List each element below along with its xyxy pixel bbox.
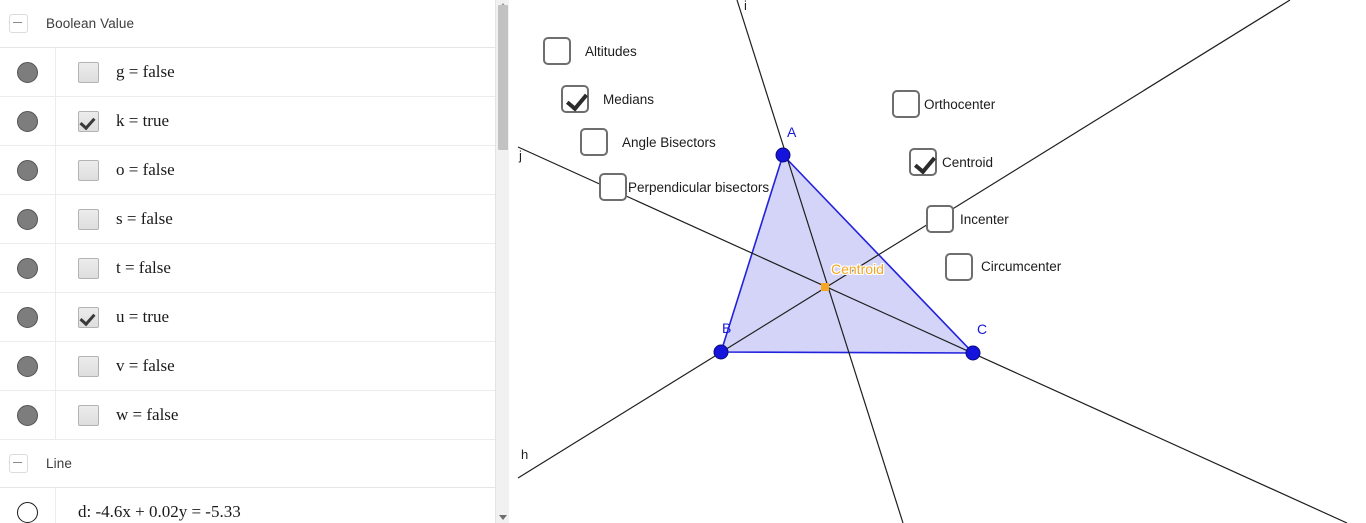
visibility-marble[interactable] [17, 306, 38, 328]
boolean-label-g: g = false [116, 62, 175, 81]
checkbox-medians[interactable] [561, 85, 589, 113]
boolean-checkbox-w[interactable] [78, 404, 99, 426]
algebra-view-panel: Boolean Value g = false k = true [0, 0, 509, 523]
line-label-h: h [521, 447, 529, 462]
boolean-label-w: w = false [116, 405, 179, 424]
table-row[interactable]: v = false [0, 342, 495, 391]
table-row[interactable]: t = false [0, 244, 495, 293]
row-content[interactable]: v = false [56, 355, 495, 377]
checkbox-angle-bisectors[interactable] [580, 128, 608, 156]
visibility-marble-cell[interactable] [0, 97, 56, 145]
visibility-marble[interactable] [17, 355, 38, 377]
checkbox-label-angle-bisectors: Angle Bisectors [622, 135, 716, 150]
visibility-marble[interactable] [17, 110, 38, 132]
visibility-marble-cell[interactable] [0, 146, 56, 194]
table-row[interactable]: s = false [0, 195, 495, 244]
point-label-c: C [977, 321, 988, 337]
checkbox-circumcenter[interactable] [945, 253, 973, 281]
checkbox-label-medians: Medians [603, 92, 655, 107]
point-a[interactable] [775, 147, 791, 163]
visibility-marble-cell[interactable] [0, 391, 56, 439]
table-row[interactable]: o = false [0, 146, 495, 195]
boolean-label-k: k = true [116, 111, 170, 130]
geometry-canvas[interactable] [509, 0, 1366, 523]
boolean-checkbox-v[interactable] [78, 355, 99, 377]
algebra-item-list: Boolean Value g = false k = true [0, 0, 495, 523]
point-label-b: B [722, 320, 732, 336]
point-c[interactable] [965, 345, 981, 361]
triangle-down-icon[interactable] [499, 515, 507, 520]
checkbox-altitudes[interactable] [543, 37, 571, 65]
group-title: Boolean Value [46, 16, 135, 31]
visibility-marble-cell[interactable] [0, 244, 56, 292]
visibility-marble[interactable] [17, 159, 38, 181]
row-content[interactable]: s = false [56, 208, 495, 230]
checkbox-perpendicular-bisectors[interactable] [599, 173, 627, 201]
visibility-marble-cell[interactable] [0, 195, 56, 243]
line-label-j: j [519, 148, 522, 163]
table-row[interactable]: k = true [0, 97, 495, 146]
median-line-i[interactable] [736, 0, 904, 523]
group-header-line[interactable]: Line [0, 440, 495, 488]
table-row[interactable]: u = true [0, 293, 495, 342]
point-b[interactable] [713, 344, 729, 360]
visibility-marble-cell[interactable] [0, 48, 56, 96]
checkbox-label-altitudes: Altitudes [585, 44, 637, 59]
point-label-centroid: Centroid [831, 261, 884, 277]
algebra-scrollbar[interactable] [495, 0, 509, 523]
visibility-marble[interactable] [17, 501, 38, 523]
row-content[interactable]: t = false [56, 257, 495, 279]
row-content[interactable]: g = false [56, 61, 495, 83]
minus-square-icon[interactable] [9, 454, 28, 473]
scrollbar-thumb[interactable] [498, 5, 508, 150]
table-row[interactable]: w = false [0, 391, 495, 440]
checkbox-label-orthocenter: Orthocenter [924, 97, 996, 112]
line-label-i: i [744, 0, 747, 13]
median-line-j[interactable] [517, 146, 1348, 523]
group-title: Line [46, 456, 72, 471]
boolean-label-t: t = false [116, 258, 171, 277]
row-content[interactable]: u = true [56, 306, 495, 328]
row-content[interactable]: o = false [56, 159, 495, 181]
visibility-marble[interactable] [17, 61, 38, 83]
boolean-checkbox-u[interactable] [78, 306, 99, 328]
point-centroid[interactable] [821, 283, 829, 291]
line-equation-d: d: -4.6x + 0.02y = -5.33 [78, 502, 241, 521]
row-content[interactable]: w = false [56, 404, 495, 426]
visibility-marble-cell[interactable] [0, 488, 56, 523]
checkbox-orthocenter[interactable] [892, 90, 920, 118]
checkbox-label-incenter: Incenter [960, 212, 1009, 227]
row-content[interactable]: k = true [56, 110, 495, 132]
boolean-label-s: s = false [116, 209, 173, 228]
median-line-h[interactable] [517, 0, 1291, 479]
boolean-checkbox-s[interactable] [78, 208, 99, 230]
boolean-label-v: v = false [116, 356, 175, 375]
boolean-checkbox-k[interactable] [78, 110, 99, 132]
checkbox-label-centroid: Centroid [942, 155, 994, 170]
visibility-marble[interactable] [17, 257, 38, 279]
checkbox-incenter[interactable] [926, 205, 954, 233]
boolean-label-u: u = true [116, 307, 170, 326]
graphics-view-panel[interactable]: A B C Centroid i j h Altitudes Medians A… [509, 0, 1366, 523]
checkbox-label-circumcenter: Circumcenter [981, 259, 1062, 274]
row-content[interactable]: d: -4.6x + 0.02y = -5.33 [56, 502, 495, 522]
table-row[interactable]: d: -4.6x + 0.02y = -5.33 [0, 488, 495, 523]
checkbox-centroid[interactable] [909, 148, 937, 176]
boolean-checkbox-o[interactable] [78, 159, 99, 181]
boolean-checkbox-t[interactable] [78, 257, 99, 279]
point-label-a: A [787, 124, 797, 140]
checkbox-label-perpendicular-bisectors: Perpendicular bisectors [628, 180, 770, 195]
boolean-label-o: o = false [116, 160, 175, 179]
group-header-boolean-value[interactable]: Boolean Value [0, 0, 495, 48]
table-row[interactable]: g = false [0, 48, 495, 97]
visibility-marble[interactable] [17, 404, 38, 426]
boolean-checkbox-g[interactable] [78, 61, 99, 83]
visibility-marble-cell[interactable] [0, 342, 56, 390]
visibility-marble[interactable] [17, 208, 38, 230]
minus-square-icon[interactable] [9, 14, 28, 33]
visibility-marble-cell[interactable] [0, 293, 56, 341]
